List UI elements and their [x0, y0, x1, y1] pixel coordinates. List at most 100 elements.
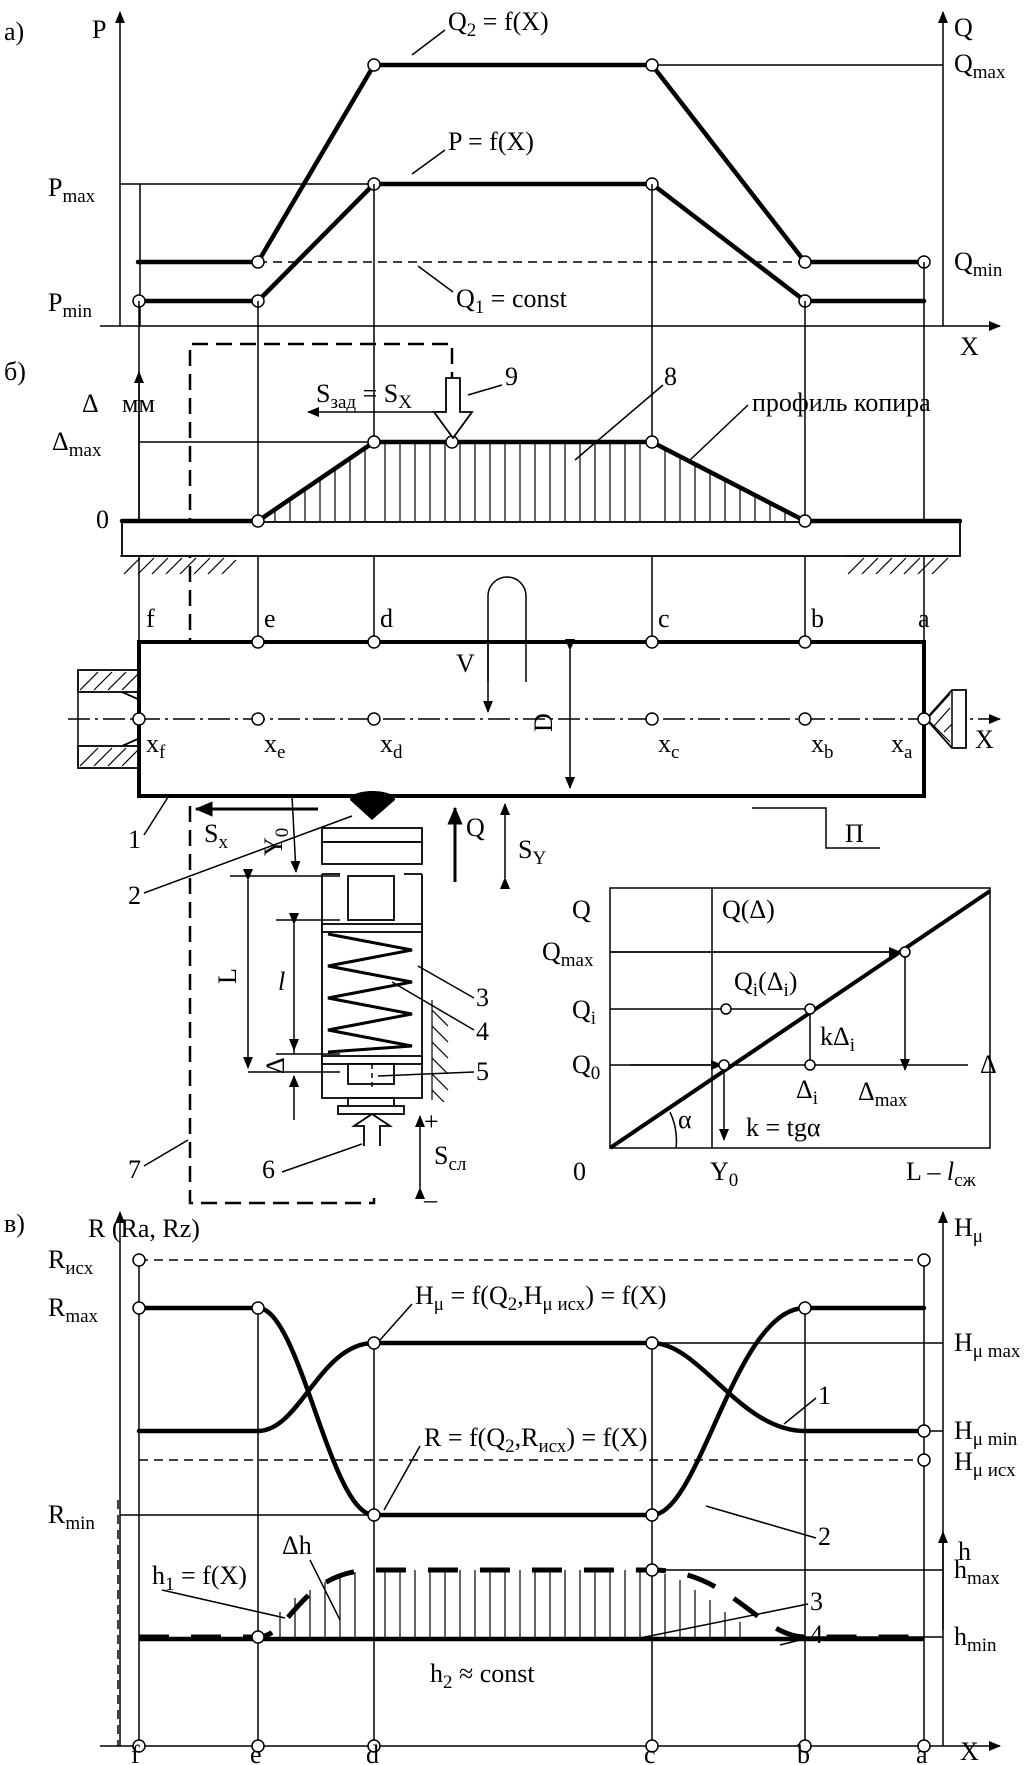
pt-b: b: [811, 604, 824, 633]
num-4-b: 4: [476, 1017, 489, 1046]
pt-d: d: [380, 604, 393, 633]
num-9: 9: [505, 362, 518, 391]
inset-qi: Qi: [572, 995, 596, 1029]
r-curve-label: R = f(Q2,Rисх) = f(X): [424, 1423, 647, 1457]
panel-a-label: а): [4, 17, 24, 46]
h-mu-curve: [136, 1340, 927, 1434]
p-max-label: Pmax: [48, 173, 96, 207]
measuring-head: [321, 827, 449, 1146]
h-mu-curve-label: Hμ = f(Q2,Hμ исх) = f(X): [415, 1281, 666, 1315]
h-min-label: hmin: [954, 1622, 997, 1656]
len-l-label: l: [278, 967, 285, 996]
axis-x-b: X: [975, 725, 994, 754]
sy-label: SY: [518, 835, 546, 869]
num-4-v: 4: [810, 1620, 823, 1649]
h-mu-max-label: Hμ max: [954, 1328, 1021, 1362]
coord-xf: xf: [146, 729, 166, 763]
inset-characteristic-line: [608, 889, 992, 1150]
inset-alpha: α: [678, 1105, 692, 1134]
s-sl-plus: +: [424, 1107, 439, 1136]
inset-qi-delta: Qi(Δi): [734, 967, 797, 1001]
pt-e: e: [264, 604, 276, 633]
inset-k-eq: k = tgα: [746, 1113, 821, 1142]
num-3-v: 3: [810, 1587, 823, 1616]
q2-curve: [135, 62, 927, 265]
inset-k-delta: kΔi: [820, 1022, 855, 1056]
r-max-label: Rmax: [48, 1293, 99, 1327]
bottom-f: f: [131, 1740, 140, 1765]
inset-q-max: Qmax: [542, 937, 594, 971]
support-left: [120, 555, 237, 575]
inset-q0: Q0: [572, 1050, 600, 1084]
num-8: 8: [664, 362, 677, 391]
inset-delta-max: Δmax: [858, 1077, 908, 1111]
delta-h-hatch: [279, 1570, 741, 1637]
coord-xb: xb: [811, 729, 834, 763]
h2-label: h2 ≈ const: [430, 1659, 535, 1693]
h-axis-label: h: [958, 1537, 971, 1566]
panel-b-label: б): [4, 357, 26, 386]
coord-xd: xd: [380, 729, 403, 763]
unit-label: мм: [122, 389, 155, 418]
r-min-label: Rmin: [48, 1500, 95, 1534]
panel-a: а) P Q X Pmax Pmin Qmax Qmin Q2 = f(X): [4, 7, 1006, 361]
panel-b: б) Δ мм Δmax 0: [4, 184, 1001, 1214]
h1-label: h1 = f(X): [152, 1561, 247, 1595]
bottom-c: c: [644, 1740, 656, 1765]
diameter-label: D: [529, 713, 558, 732]
p-min-label: Pmin: [48, 288, 93, 322]
p-curve-label: P = f(X): [448, 127, 534, 156]
part-label: П: [845, 819, 864, 848]
support-right: [845, 555, 955, 575]
r-axis-label: R (Ra, Rz): [88, 1214, 200, 1243]
q2-curve-label: Q2 = f(X): [448, 7, 549, 41]
spring: [327, 932, 413, 1054]
x-axis-a-label: X: [960, 332, 979, 361]
inset-l-end: L – lсж: [906, 1157, 977, 1191]
speed-label: V: [456, 649, 475, 678]
q1-const-label: Q1 = const: [456, 284, 568, 318]
q-max-label: Qmax: [954, 49, 1006, 83]
h-mu-isx-label: Hμ исх: [954, 1447, 1016, 1481]
num-6-b: 6: [262, 1155, 275, 1184]
delta-h-label: Δh: [282, 1531, 312, 1560]
rotation-arrow: [487, 576, 527, 682]
num-1-v: 1: [818, 1381, 831, 1410]
h1-curve: [139, 1567, 924, 1640]
inset-delta-i: Δi: [796, 1075, 818, 1109]
bottom-a: a: [916, 1740, 928, 1765]
copier-profile-label: профиль копира: [752, 388, 931, 417]
num-5-b: 5: [476, 1057, 489, 1086]
y0-label-b: Y0: [259, 828, 293, 856]
p-axis-label: P: [92, 15, 106, 44]
probe-9-arrow: [432, 377, 474, 440]
coord-xc: xc: [658, 729, 679, 763]
pt-f: f: [146, 604, 155, 633]
inset-delta: Δ: [980, 1050, 997, 1079]
copier-profile-body: [258, 442, 805, 521]
bottom-e: e: [250, 1740, 262, 1765]
s-sl-minus: –: [423, 1185, 438, 1214]
h-mu-min-label: Hμ min: [954, 1416, 1018, 1450]
bottom-d: d: [366, 1740, 379, 1765]
r-curve: [136, 1305, 927, 1518]
num-2-v: 2: [818, 1522, 831, 1551]
num-2-b: 2: [128, 881, 141, 910]
part-leader: [752, 807, 880, 849]
p-curve: [135, 181, 927, 304]
num-3-b: 3: [476, 983, 489, 1012]
num-7-b: 7: [128, 1155, 141, 1184]
inset-q-delta: Q(Δ): [722, 895, 775, 924]
inset-origin: 0: [573, 1157, 586, 1186]
x-axis-v-label: X: [960, 1737, 979, 1765]
inset-q: Q: [572, 895, 591, 924]
copier-base: [121, 521, 961, 557]
h-mu-axis-label: Hμ: [954, 1213, 983, 1247]
delta-axis-label: Δ: [82, 389, 99, 418]
inset-y0: Y0: [710, 1157, 738, 1191]
panel-v-label: в): [4, 1209, 25, 1238]
inset-characteristic: Q Q(Δ) Qmax Qi(Δi) Qi kΔi Q0 Δi Δmax Δ α…: [542, 887, 997, 1191]
q-force-label: Q: [466, 813, 485, 842]
len-L-label: L: [213, 968, 242, 984]
delta-max-label: Δmax: [52, 427, 102, 461]
